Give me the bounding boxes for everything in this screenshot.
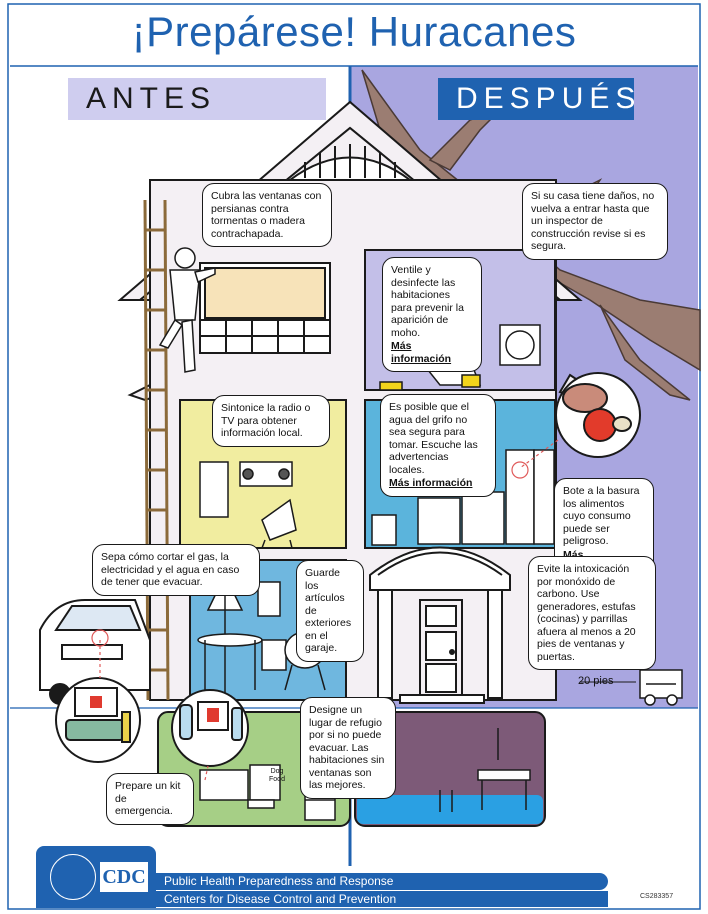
tip-carbon-monoxide: Evite la intoxicación por monóxido de ca… [528, 556, 656, 670]
worker-on-ladder [158, 247, 216, 373]
after-heading: DESPUÉS [438, 78, 635, 120]
footer-line-1: Public Health Preparedness and Response [156, 873, 608, 890]
tip-damage: Si su casa tiene daños, no vuelva a entr… [522, 183, 668, 260]
distance-label: 20 pies [578, 675, 614, 687]
cdc-logo[interactable]: CDC [36, 846, 156, 908]
hhs-eagle-icon [50, 854, 96, 900]
tip-water: Es posible que el agua del grifo no sea … [380, 394, 496, 497]
footer-line-2: Centers for Disease Control and Preventi… [156, 891, 608, 907]
generator [639, 669, 683, 706]
tip-outdoor: Guarde los artículos de exteriores en el… [296, 560, 364, 662]
tip-mold: Ventile y desinfecte las habitaciones pa… [382, 257, 482, 372]
front-porch [369, 546, 511, 704]
mold-more-info-link[interactable]: Más información [391, 340, 452, 365]
tip-radio: Sintonice la radio o TV para obtener inf… [212, 395, 330, 447]
tip-utilities: Sepa cómo cortar el gas, la electricidad… [92, 544, 260, 596]
dog-food-label: Dog Food [269, 768, 285, 783]
flood-water [357, 795, 543, 824]
document-code: CS283357 [640, 893, 674, 900]
supplies-callout [171, 689, 249, 767]
before-heading: ANTES [68, 78, 326, 120]
tip-kit: Prepare un kit de emergencia. [106, 773, 194, 825]
cdc-logo-text: CDC [100, 862, 148, 892]
boarded-window [199, 262, 331, 354]
page-title: ¡Prepárese! Huracanes [131, 8, 577, 55]
first-aid-kit-callout [55, 677, 141, 763]
tip-shelter: Designe un lugar de refugio por si no pu… [300, 697, 396, 799]
tip-windows: Cubra las ventanas con persianas contra … [202, 183, 332, 247]
water-more-info-link[interactable]: Más información [389, 477, 473, 489]
spoiled-food-callout [555, 372, 641, 458]
